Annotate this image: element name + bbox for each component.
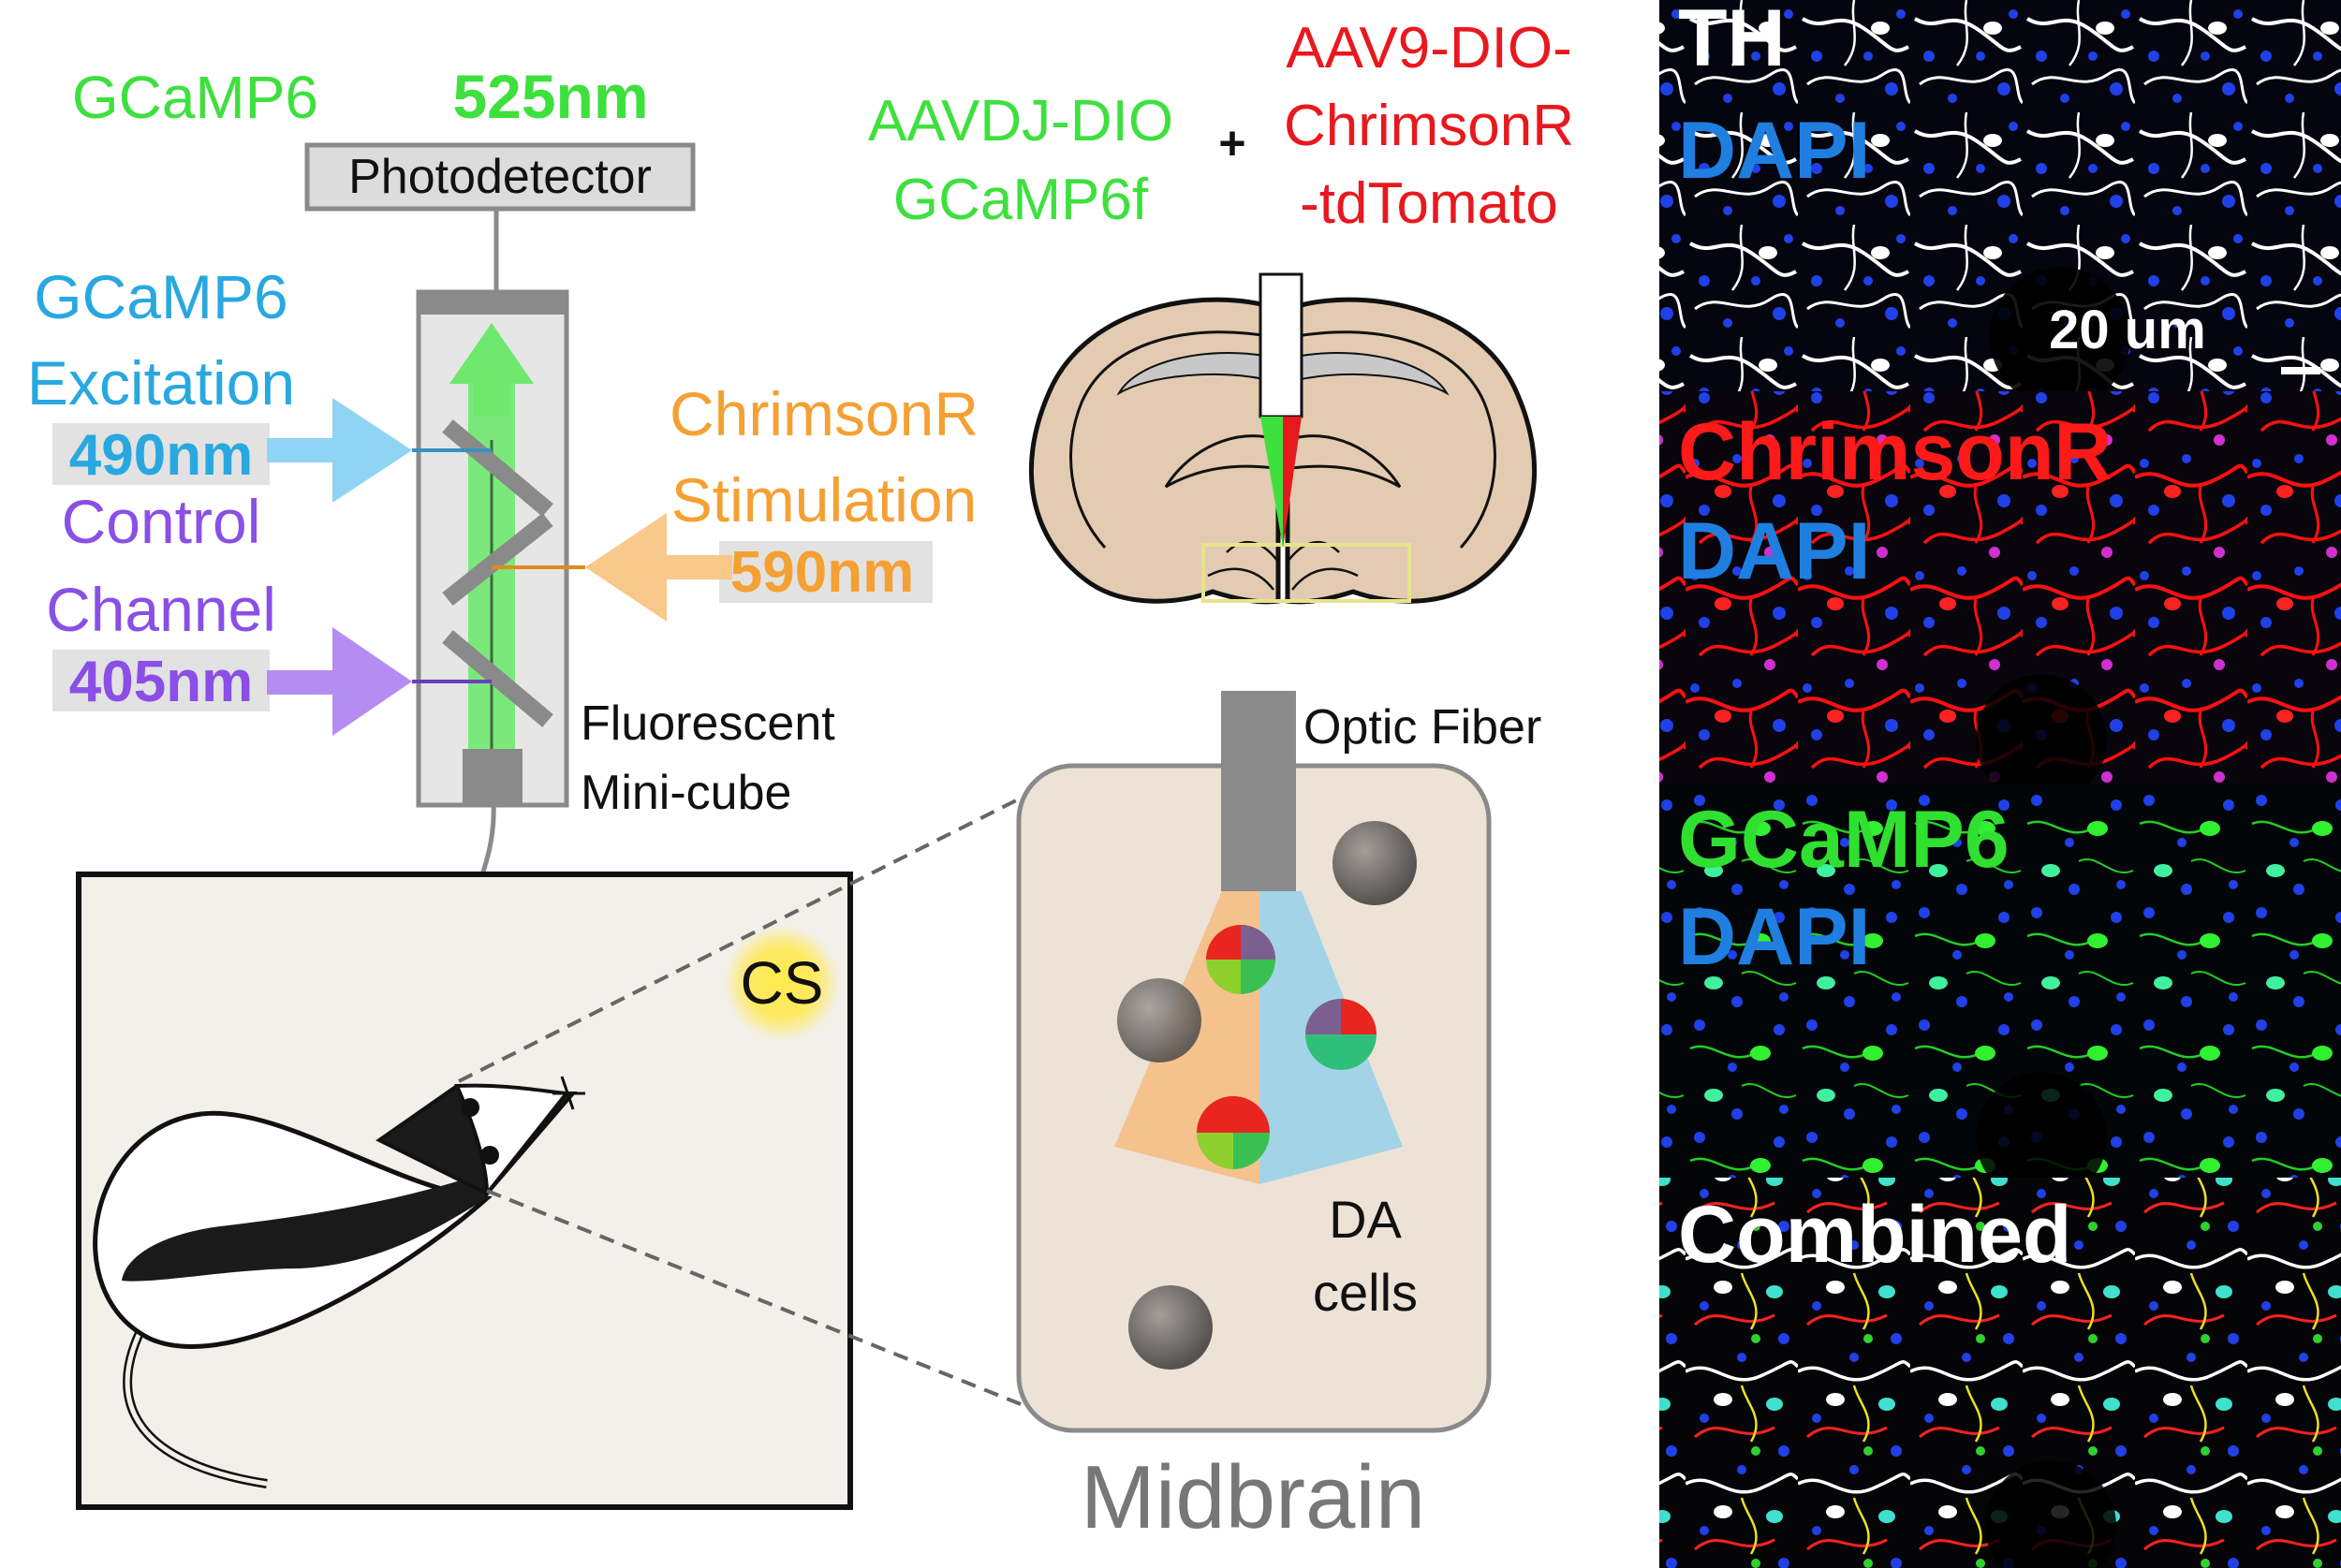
micro-th-dapi-label: DAPI bbox=[1678, 106, 1870, 196]
green-emission-shaft bbox=[473, 379, 510, 417]
da-cells-label-line1: DA bbox=[1329, 1190, 1402, 1249]
non-da-cell-1 bbox=[1332, 821, 1417, 905]
brain-white-matter-left bbox=[1116, 351, 1265, 396]
mouse-whiskers bbox=[552, 1076, 585, 1110]
micrograph-strip: TH DAPI 20 um ChrimsonR DAPI GCaMP6 DAPI… bbox=[1659, 0, 2341, 1568]
virus-red-line2: ChrimsonR bbox=[1284, 94, 1574, 158]
mouse-eye-2 bbox=[480, 1146, 499, 1165]
zoom-line-bottom bbox=[486, 1189, 1045, 1415]
mouse-back-stripe bbox=[122, 1175, 487, 1282]
da-cells-label-line2: cells bbox=[1313, 1263, 1418, 1322]
dichroic-mirror-3 bbox=[442, 630, 553, 727]
stim-wavelength-bg bbox=[719, 541, 933, 603]
scale-bar bbox=[2281, 367, 2320, 374]
virus-plus: + bbox=[1218, 117, 1245, 169]
detector-wavelength: 525nm bbox=[452, 62, 648, 131]
mouse-tail-inner bbox=[125, 1304, 268, 1487]
cube-label-line1: Fluorescent bbox=[581, 696, 835, 751]
stim-label-line2: Stimulation bbox=[671, 465, 978, 535]
optic-fiber-label: Optic Fiber bbox=[1303, 700, 1541, 755]
control-wavelength: 405nm bbox=[69, 650, 253, 714]
micrograph-combined: Combined bbox=[1659, 1178, 2341, 1568]
dichroic-mirror-2 bbox=[442, 512, 553, 607]
micrograph-th: TH DAPI 20 um bbox=[1659, 0, 2341, 407]
vta-highlight-box bbox=[1201, 543, 1411, 603]
da-cell-1 bbox=[1206, 925, 1275, 994]
zoom-line-top bbox=[458, 784, 1045, 1083]
micro-chrimsonr-dapi-label: DAPI bbox=[1678, 506, 1870, 596]
micro-combined-label: Combined bbox=[1678, 1190, 2071, 1280]
behavior-arena: CS bbox=[76, 784, 1045, 1510]
mouse bbox=[93, 1076, 585, 1488]
injection-needle bbox=[1259, 272, 1303, 418]
brain-hippocampus-right bbox=[1287, 434, 1402, 489]
excitation-label-line2: Excitation bbox=[27, 348, 295, 418]
micro-gcamp6-label: GCaMP6 bbox=[1678, 795, 2010, 885]
virus-injection: AAVDJ-DIO GCaMP6f + AAV9-DIO- ChrimsonR … bbox=[868, 16, 1574, 236]
photodetector-box bbox=[304, 142, 696, 212]
cube-label-line2: Mini-cube bbox=[581, 766, 791, 820]
photometry-setup: GCaMP6 525nm Photodetector GCaMP6 Excita… bbox=[27, 62, 979, 1143]
optic-fiber bbox=[1221, 691, 1296, 891]
control-label-line2: Channel bbox=[46, 575, 276, 644]
cube-top-cap bbox=[419, 292, 567, 315]
photodetector-label: Photodetector bbox=[348, 150, 652, 204]
excitation-wavelength-bg bbox=[52, 423, 270, 485]
stim-wavelength: 590nm bbox=[730, 540, 914, 605]
da-cell-2 bbox=[1305, 999, 1377, 1070]
micro-gcamp6-dapi-label: DAPI bbox=[1678, 892, 1870, 982]
midbrain-region-label: Midbrain bbox=[1081, 1447, 1425, 1547]
brain-hippocampus-left bbox=[1164, 434, 1279, 489]
excitation-label-line1: GCaMP6 bbox=[34, 262, 287, 331]
brain-white-matter-right bbox=[1301, 351, 1450, 396]
micrograph-gcamp6: GCaMP6 DAPI bbox=[1659, 784, 2341, 1203]
brain-left-hemisphere bbox=[1028, 297, 1281, 605]
virus-green-line1: AAVDJ-DIO bbox=[868, 89, 1173, 154]
virus-red-line1: AAV9-DIO- bbox=[1286, 16, 1571, 81]
non-da-cell-3 bbox=[1128, 1285, 1213, 1370]
midbrain-zoom: Optic Fiber DA cells Midbrain bbox=[1016, 691, 1541, 1547]
brain-cortex-right bbox=[1291, 330, 1496, 549]
cube-bottom-port bbox=[463, 749, 523, 803]
virus-red-line3: -tdTomato bbox=[1300, 171, 1558, 236]
blue-arrowhead bbox=[332, 398, 412, 503]
coronal-brain-section bbox=[1028, 272, 1538, 605]
cs-light-glow bbox=[724, 925, 840, 1041]
orange-arrowhead bbox=[585, 513, 667, 622]
cs-cue-label: CS bbox=[741, 949, 824, 1017]
brain-cortex-left bbox=[1069, 330, 1274, 549]
excitation-wavelength: 490nm bbox=[69, 423, 253, 488]
control-label-line1: Control bbox=[62, 487, 261, 556]
mouse-snout bbox=[453, 1083, 570, 1199]
micrograph-chrimsonr: ChrimsonR DAPI bbox=[1659, 391, 2341, 805]
dichroic-mirror-1 bbox=[442, 419, 553, 517]
stim-label-line1: ChrimsonR bbox=[670, 379, 979, 448]
micro-th-label: TH bbox=[1678, 0, 1786, 83]
da-cell-3 bbox=[1197, 1096, 1270, 1169]
virus-green-line2: GCaMP6f bbox=[893, 168, 1149, 232]
control-wavelength-bg bbox=[52, 650, 270, 711]
detector-label: GCaMP6 bbox=[72, 64, 318, 131]
needle-tip-red bbox=[1283, 417, 1302, 548]
purple-arrowhead bbox=[332, 627, 412, 736]
green-emission-arrow bbox=[449, 323, 534, 384]
mouse-eye-1 bbox=[461, 1098, 479, 1117]
micro-chrimsonr-label: ChrimsonR bbox=[1678, 407, 2112, 497]
non-da-cell-2 bbox=[1117, 978, 1201, 1062]
scale-bar-label: 20 um bbox=[2049, 300, 2206, 360]
